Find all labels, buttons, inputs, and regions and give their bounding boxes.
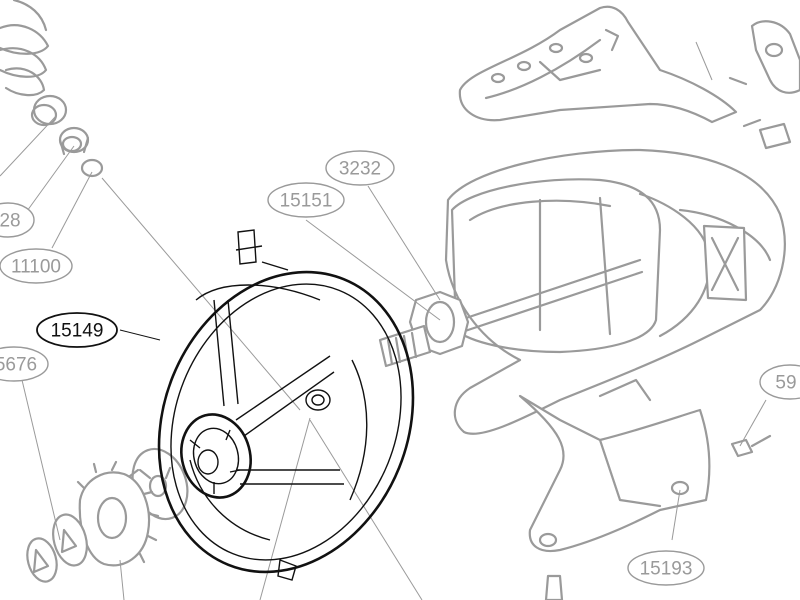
gear-part [76,460,160,567]
reel-body-part [444,5,786,553]
callout-3232-text: 3232 [339,159,381,180]
screw-part-lower [544,574,564,600]
callout-28-text: 28 [0,211,21,232]
washer-lower-part [52,513,88,567]
callout-15151-text: 15151 [280,191,333,212]
screw-part [730,434,772,458]
callout-5676[interactable]: 5676 [0,346,49,382]
small-ring-part [80,158,104,178]
callout-15149-text: 15149 [51,321,104,342]
callout-15193[interactable]: 15193 [627,550,705,586]
callout-59[interactable]: 59 [759,364,800,400]
washer-lower-2-part [26,537,58,583]
callout-59-text: 59 [775,373,796,394]
bushing-part [58,126,90,156]
highlighted-part-15149[interactable] [115,229,457,600]
leader-lines [0,41,767,600]
nut-part [378,290,470,368]
callout-3232[interactable]: 3232 [325,150,395,186]
callout-11100[interactable]: 11100 [0,248,73,284]
washer-part [30,94,68,127]
spring-stack-part [0,0,50,97]
callout-11100-text: 11100 [11,257,61,278]
callout-15193-text: 15193 [640,559,693,580]
linkage-part [728,20,800,150]
callout-15151[interactable]: 15151 [267,182,345,218]
callout-28[interactable]: 28 [0,202,35,238]
callout-15149[interactable]: 15149 [36,312,118,348]
callout-5676-text: 5676 [0,355,37,376]
